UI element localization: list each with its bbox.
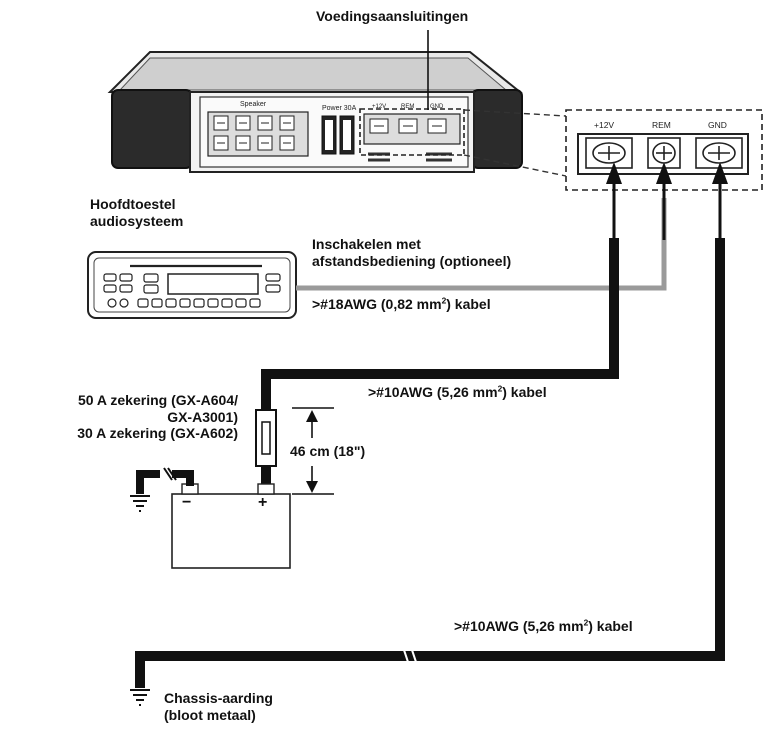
- fuse-50a-line2: GX-A3001): [167, 408, 238, 425]
- distance-label: 46 cm (18"): [290, 443, 366, 459]
- chassis-label-line1: Chassis-aarding: [164, 690, 273, 706]
- cable-18awg-sup: 2: [441, 295, 447, 306]
- amp-rem-label: REM: [401, 104, 415, 110]
- cable-18awg-label: >#18AWG (0,82 mm2) kabel: [312, 296, 491, 313]
- cable-10awg-ground-pre: >#10AWG (5,26 mm: [454, 618, 584, 634]
- amp-power-label: Power 30A: [322, 105, 357, 112]
- cable-10awg-power-sup: 2: [497, 383, 503, 394]
- battery-ground-cable: [136, 470, 194, 494]
- fuse: [255, 402, 277, 467]
- chassis-ground-label: Chassis-aarding (bloot metaal): [164, 690, 273, 723]
- chassis-ground-symbol: [130, 689, 150, 706]
- remote-label: Inschakelen met afstandsbediening (optio…: [312, 236, 511, 269]
- head-unit: [87, 251, 297, 319]
- remote-label-line2: afstandsbediening (optioneel): [312, 252, 512, 269]
- distance-marker: [292, 407, 334, 495]
- remote-label-line1: Inschakelen met: [312, 236, 421, 252]
- terminal-label-rem: REM: [652, 120, 671, 130]
- cable-18awg-post: ) kabel: [446, 296, 491, 312]
- amp-speaker-label: Speaker: [240, 101, 267, 108]
- battery: [171, 483, 291, 569]
- battery-plus-label: +: [258, 494, 268, 511]
- head-unit-label-line1: Hoofdtoestel: [90, 196, 176, 212]
- fuse-50a-line1: 50 A zekering (GX-A604/: [77, 392, 238, 408]
- cable-break-marks: [403, 649, 417, 663]
- battery-ground-break: [163, 467, 177, 481]
- head-unit-label-line2: audiosysteem: [90, 212, 184, 229]
- cable-10awg-power-label: >#10AWG (5,26 mm2) kabel: [368, 384, 547, 401]
- cable-18awg-pre: >#18AWG (0,82 mm: [312, 296, 442, 312]
- terminal-label-gnd: GND: [708, 120, 727, 130]
- chassis-label-line2: (bloot metaal): [164, 706, 256, 723]
- terminal-label-12v: +12V: [594, 120, 615, 130]
- zoom-lines: [463, 109, 567, 177]
- terminal-arrows: [606, 162, 728, 240]
- power-connections-title: Voedingsaansluitingen: [316, 8, 469, 24]
- cable-10awg-ground-sup: 2: [583, 617, 589, 628]
- head-unit-label: Hoofdtoestel audiosysteem: [90, 196, 183, 229]
- chassis-ground-cable: [135, 238, 725, 688]
- cable-10awg-ground-label: >#10AWG (5,26 mm2) kabel: [454, 618, 633, 635]
- amp-12v-label: +12V: [372, 104, 387, 110]
- cable-10awg-power-pre: >#10AWG (5,26 mm: [368, 384, 498, 400]
- fuse-label: 50 A zekering (GX-A604/ GX-A3001) 30 A z…: [12, 392, 238, 442]
- battery-minus-label: −: [182, 494, 192, 511]
- amp-gnd-label: GND: [430, 104, 444, 110]
- battery-ground-symbol: [130, 495, 150, 512]
- cable-10awg-power-post: ) kabel: [502, 384, 547, 400]
- fuse-30a-line: 30 A zekering (GX-A602): [77, 425, 238, 442]
- cable-10awg-ground-post: ) kabel: [588, 618, 633, 634]
- amplifier: [107, 51, 523, 173]
